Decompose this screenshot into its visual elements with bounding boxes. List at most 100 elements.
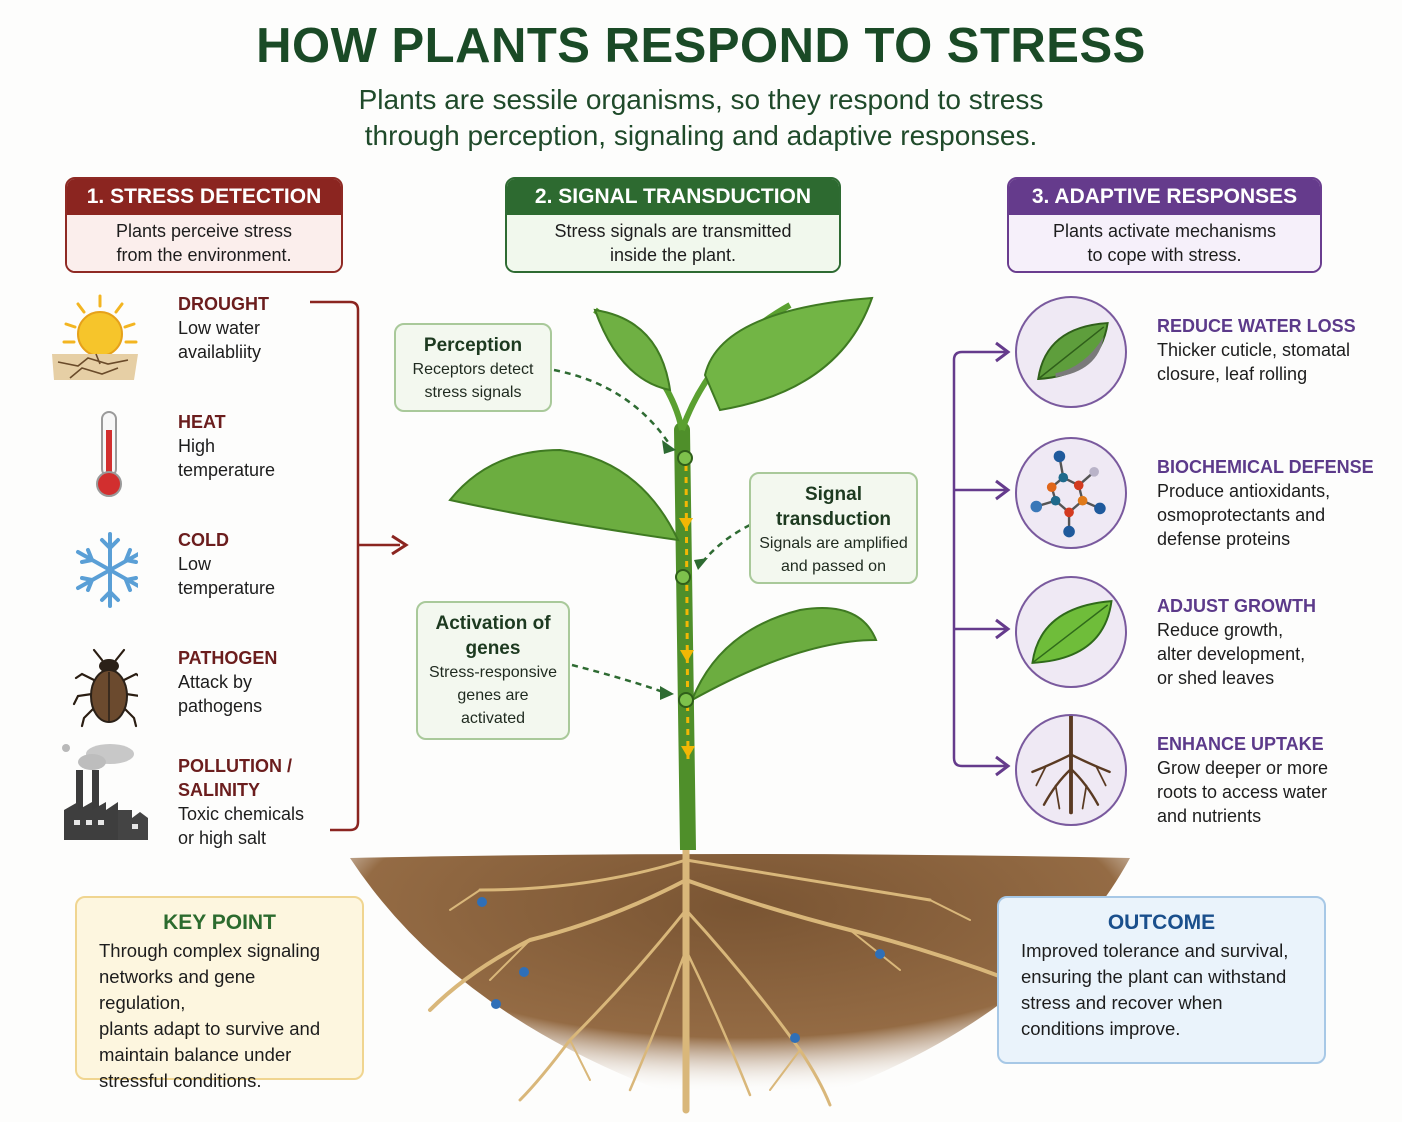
step-description-line: from the environment. <box>116 245 292 265</box>
key-point-title: KEY POINT <box>163 911 276 934</box>
stressor-description: Toxic chemicals <box>178 804 305 824</box>
response-description: defense proteins <box>1157 529 1291 549</box>
key-point-box: KEY POINT Through complex signaling netw… <box>75 896 364 1091</box>
response-icon-circle <box>1015 296 1127 408</box>
response-description: Reduce growth, <box>1157 620 1284 640</box>
step-description: Plants activate mechanisms to cope with … <box>1009 215 1320 271</box>
leaf <box>690 607 878 703</box>
callout-text: Signals are amplified <box>759 535 908 552</box>
step-description-line: Plants perceive stress <box>115 221 293 241</box>
outcome-text: conditions improve. <box>1021 1018 1181 1039</box>
response-bracket-arrows <box>952 341 1011 777</box>
stressor-cold: COLD Low temperature <box>40 528 340 628</box>
stressor-description: pathogens <box>178 696 263 716</box>
response-label: BIOCHEMICAL DEFENSE <box>1157 457 1374 477</box>
callout-text: genes are <box>457 687 529 704</box>
stressor-text: PATHOGEN Attack by pathogens <box>178 646 277 718</box>
response-icon-circle <box>1015 714 1127 826</box>
key-point-text: plants adapt to survive and <box>99 1018 321 1039</box>
response-description: and nutrients <box>1157 806 1262 826</box>
stressor-label: HEAT <box>178 412 226 432</box>
response-text: REDUCE WATER LOSS Thicker cuticle, stoma… <box>1157 314 1356 386</box>
outcome-text: Improved tolerance and survival, <box>1021 940 1289 961</box>
page-title: HOW PLANTS RESPOND TO STRESS <box>256 19 1146 73</box>
callout-text: Stress-responsive <box>428 664 558 681</box>
stressor-description: availabliity <box>178 342 262 362</box>
callout-text: stress signals <box>424 384 522 401</box>
water-droplets <box>477 897 885 1043</box>
step-card-stress-detection: 1. STRESS DETECTION Plants perceive stre… <box>65 177 343 273</box>
sun-drought-icon <box>52 294 138 380</box>
stressor-text: DROUGHT Low water availabliity <box>178 292 269 364</box>
response-icon-circle <box>1015 437 1127 549</box>
response-label: ENHANCE UPTAKE <box>1157 734 1324 754</box>
signal-flow-line <box>684 464 690 761</box>
stressor-description: Low <box>178 554 212 574</box>
callout-title: transduction <box>775 509 892 530</box>
response-adjust-growth: ADJUST GROWTH Reduce growth, alter devel… <box>1015 576 1395 696</box>
leaf-icon <box>1031 600 1113 664</box>
step-description-line: inside the plant. <box>609 245 737 265</box>
subtitle-line: through perception, signaling and adapti… <box>364 120 1038 151</box>
response-text: ENHANCE UPTAKE Grow deeper or more roots… <box>1157 732 1328 828</box>
factory-icon <box>62 744 148 840</box>
snowflake-icon <box>76 532 138 608</box>
step-description: Stress signals are transmitted inside th… <box>507 215 839 271</box>
step-card-adaptive-responses: 3. ADAPTIVE RESPONSES Plants activate me… <box>1007 177 1322 273</box>
response-label: ADJUST GROWTH <box>1157 596 1316 616</box>
molecule-icon <box>1030 450 1106 538</box>
dry-leaf-icon <box>1037 322 1109 381</box>
roots <box>428 840 1012 1114</box>
outcome-box: OUTCOME Improved tolerance and survival,… <box>997 896 1326 1064</box>
signal-arrows <box>679 518 695 758</box>
step-title: 1. STRESS DETECTION <box>67 179 341 215</box>
callout-text: and passed on <box>781 558 886 575</box>
beetle-icon <box>72 648 138 728</box>
stressor-description: temperature <box>178 460 276 480</box>
step-title: 2. SIGNAL TRANSDUCTION <box>507 179 839 215</box>
outcome-text: stress and recover when <box>1021 992 1223 1013</box>
key-point-text: networks and gene regulation, <box>99 966 256 1013</box>
stressor-description: or high salt <box>178 828 267 848</box>
callout-signal-transduction: Signal transduction Signals are amplifie… <box>749 472 918 584</box>
leaf <box>448 448 680 542</box>
step-card-signal-transduction: 2. SIGNAL TRANSDUCTION Stress signals ar… <box>505 177 841 273</box>
step-description-line: to cope with stress. <box>1087 245 1242 265</box>
stressor-description: Attack by <box>178 672 253 692</box>
stressor-description: High <box>178 436 216 456</box>
stressor-heat: HEAT High temperature <box>40 410 340 510</box>
response-description: roots to access water <box>1157 782 1328 802</box>
callout-text: activated <box>460 710 526 727</box>
thermometer-icon <box>96 411 122 497</box>
callout-title: Perception <box>423 335 523 356</box>
response-description: or shed leaves <box>1157 668 1275 688</box>
soil <box>350 854 1130 1120</box>
stressor-description: temperature <box>178 578 276 598</box>
plant-illustration <box>448 296 878 850</box>
roots-icon <box>1031 714 1111 815</box>
outcome-title: OUTCOME <box>1107 911 1216 934</box>
stressor-pollution-salinity: POLLUTION / SALINITY Toxic chemicals or … <box>40 744 340 864</box>
response-text: BIOCHEMICAL DEFENSE Produce antioxidants… <box>1157 455 1374 551</box>
stressor-description: Low water <box>178 318 261 338</box>
key-point-text: maintain balance under <box>99 1044 292 1065</box>
callout-perception: Perception Receptors detect stress signa… <box>394 323 552 412</box>
stressor-label: POLLUTION / <box>178 756 292 776</box>
response-label: REDUCE WATER LOSS <box>1157 316 1356 336</box>
leaf <box>703 296 874 412</box>
callout-arrows <box>553 368 751 700</box>
step-description-line: Stress signals are transmitted <box>554 221 792 241</box>
response-biochemical-defense: BIOCHEMICAL DEFENSE Produce antioxidants… <box>1015 437 1395 557</box>
response-reduce-water-loss: REDUCE WATER LOSS Thicker cuticle, stoma… <box>1015 296 1395 416</box>
response-description: alter development, <box>1157 644 1306 664</box>
step-title: 3. ADAPTIVE RESPONSES <box>1009 179 1320 215</box>
outcome-text: ensuring the plant can withstand <box>1021 966 1287 987</box>
callout-title: Activation of <box>435 613 551 634</box>
stressor-pathogen: PATHOGEN Attack by pathogens <box>40 646 340 746</box>
response-description: osmoprotectants and <box>1157 505 1326 525</box>
callout-title: genes <box>465 638 521 659</box>
stressor-bracket-arrow <box>310 300 409 832</box>
response-enhance-uptake: ENHANCE UPTAKE Grow deeper or more roots… <box>1015 714 1395 834</box>
callout-title: Signal <box>804 484 862 505</box>
response-description: Produce antioxidants, <box>1157 481 1331 501</box>
